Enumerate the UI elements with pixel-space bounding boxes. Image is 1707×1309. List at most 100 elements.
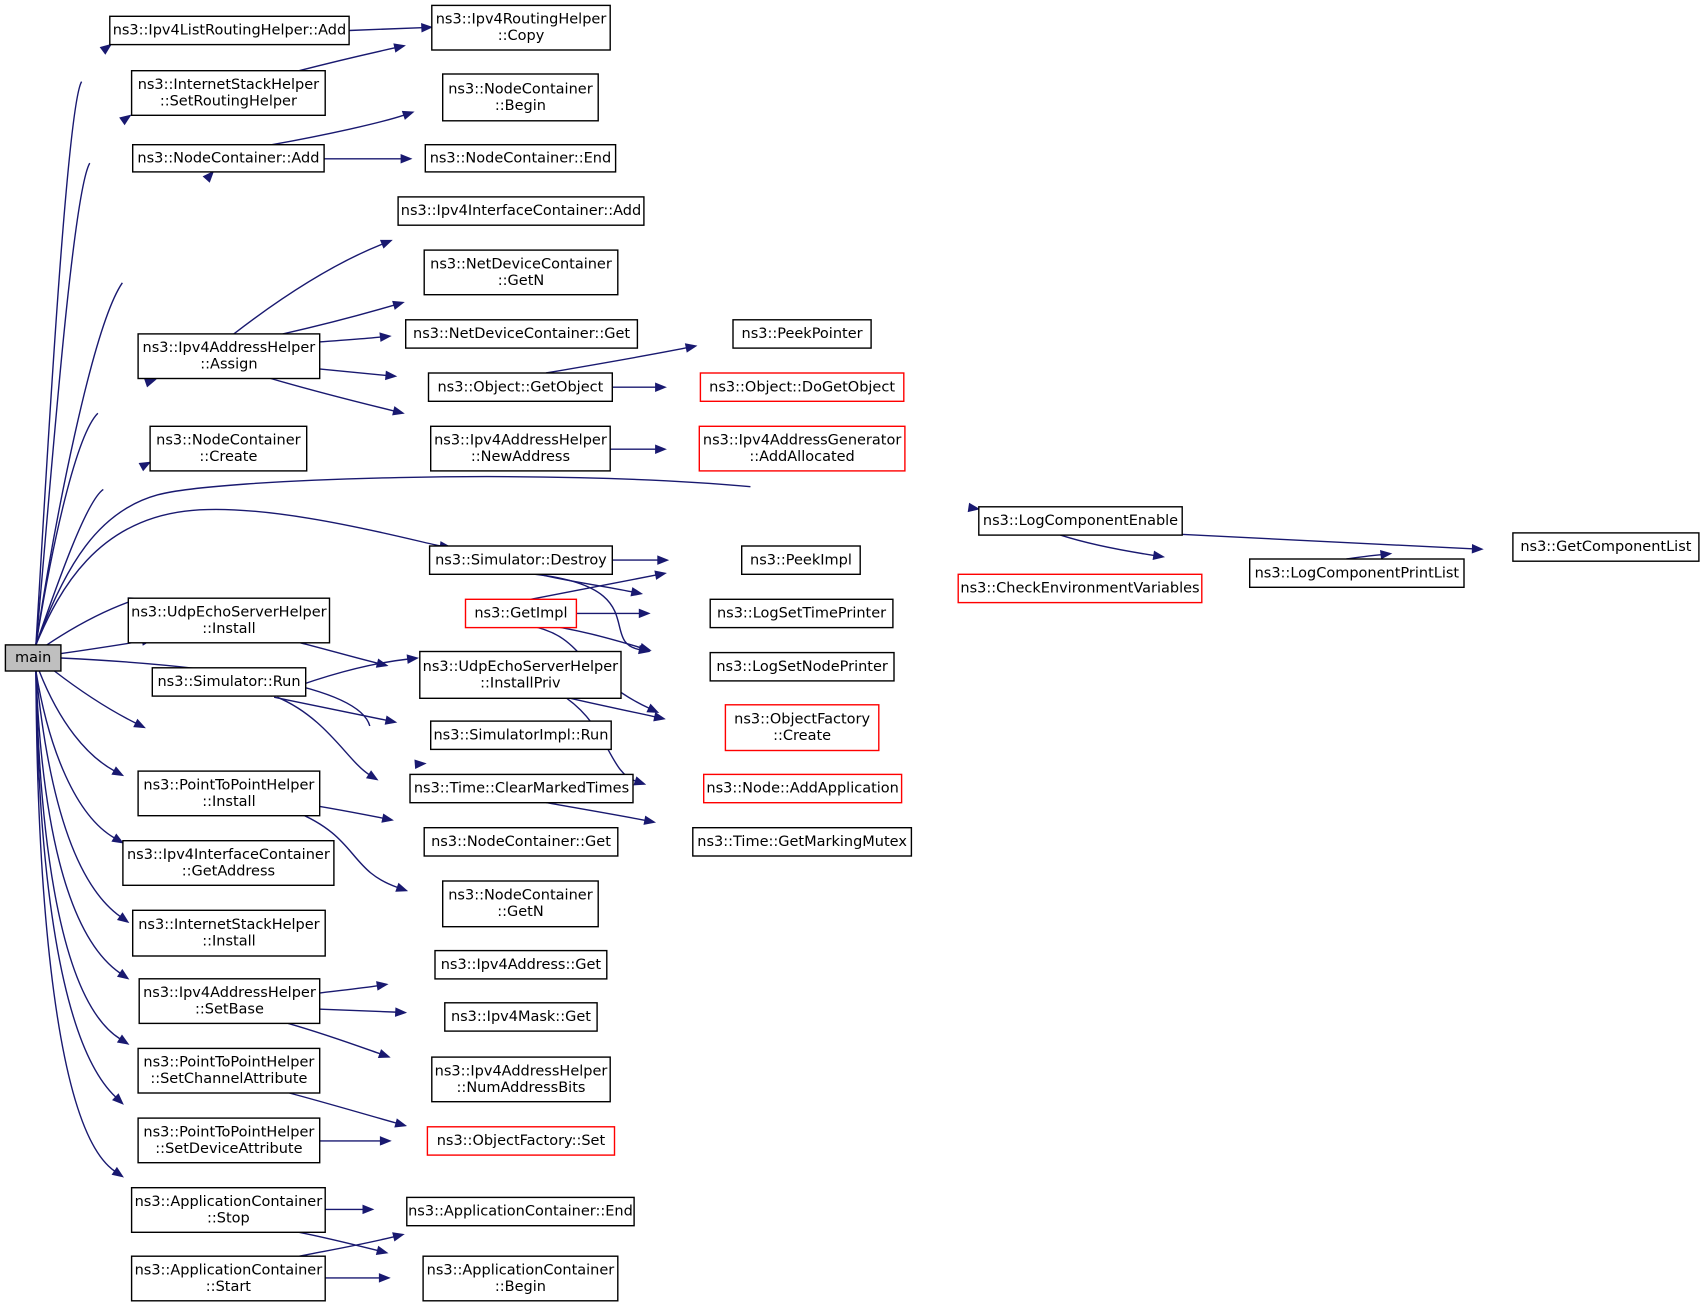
- function-node-getAddress[interactable]: ns3::Ipv4InterfaceContainer::GetAddress: [122, 840, 335, 887]
- node-label: ns3::NodeContainer::Get: [431, 834, 611, 850]
- function-node-acStart[interactable]: ns3::ApplicationContainer::Start: [130, 1255, 326, 1302]
- function-node-markingMutex[interactable]: ns3::Time::GetMarkingMutex: [692, 827, 913, 857]
- function-node-main[interactable]: main: [4, 644, 62, 672]
- call-edge-main-to-udpInstall: [46, 597, 141, 646]
- node-box: [137, 770, 321, 817]
- function-node-acStop[interactable]: ns3::ApplicationContainer::Stop: [130, 1186, 326, 1233]
- arrowhead-icon: [111, 766, 125, 777]
- edge-line: [35, 670, 121, 918]
- function-node-simRun[interactable]: ns3::Simulator::Run: [151, 667, 307, 697]
- function-node-ncCreate[interactable]: ns3::NodeContainer::Create: [149, 425, 308, 472]
- function-node-simDestroy[interactable]: ns3::Simulator::Destroy: [428, 545, 614, 575]
- node-box: [137, 1117, 321, 1164]
- function-node-acBegin[interactable]: ns3::ApplicationContainer::Begin: [422, 1255, 619, 1302]
- node-box: [1512, 532, 1700, 562]
- node-label: ns3::SimulatorImpl::Run: [433, 727, 608, 743]
- edge-line: [300, 642, 378, 664]
- node-label: ns3::PointToPointHelper: [143, 777, 314, 793]
- function-node-ofCreate[interactable]: ns3::ObjectFactory::Create: [724, 704, 880, 752]
- function-node-logEnable[interactable]: ns3::LogComponentEnable: [978, 506, 1183, 536]
- edge-line: [277, 696, 370, 776]
- arrowhead-icon: [414, 759, 427, 769]
- function-node-assign[interactable]: ns3::Ipv4AddressHelper::Assign: [137, 333, 321, 380]
- node-label: ::Install: [202, 621, 255, 637]
- node-label: ns3::ObjectFactory::Set: [437, 1133, 606, 1149]
- function-node-ncEnd[interactable]: ns3::NodeContainer::End: [424, 143, 617, 173]
- node-label: ns3::Ipv4AddressHelper: [143, 985, 316, 1001]
- edge-line: [46, 600, 131, 646]
- function-node-logNodePrinter[interactable]: ns3::LogSetNodePrinter: [709, 651, 895, 682]
- edge-line: [289, 1092, 397, 1124]
- node-label: ns3::NodeContainer: [448, 888, 592, 904]
- arrowhead-icon: [655, 444, 667, 454]
- function-node-ishInstall[interactable]: ns3::InternetStackHelper::Install: [131, 909, 326, 957]
- node-label: ns3::Ipv4Address::Get: [441, 957, 602, 973]
- function-node-getCompList[interactable]: ns3::GetComponentList: [1512, 532, 1700, 562]
- node-label: ::Copy: [498, 28, 545, 44]
- function-node-logPrintList[interactable]: ns3::LogComponentPrintList: [1248, 558, 1465, 588]
- node-box: [427, 372, 614, 402]
- function-node-getObject[interactable]: ns3::Object::GetObject: [427, 372, 614, 402]
- node-label: ns3::Ipv4AddressHelper: [435, 1063, 608, 1079]
- node-box: [434, 949, 608, 980]
- arrowhead-icon: [633, 776, 647, 786]
- function-node-ncAdd[interactable]: ns3::NodeContainer::Add: [131, 143, 325, 173]
- arrowhead-icon: [379, 1136, 392, 1146]
- function-node-udpInstall[interactable]: ns3::UdpEchoServerHelper::Install: [127, 597, 331, 644]
- node-label: ::Begin: [495, 98, 546, 114]
- node-label: main: [15, 650, 51, 666]
- edge-line: [35, 670, 117, 1098]
- call-edge-main-to-assign: [35, 378, 157, 646]
- node-label: ::InstallPriv: [480, 675, 561, 691]
- function-node-icAdd[interactable]: ns3::Ipv4InterfaceContainer::Add: [397, 196, 645, 226]
- function-node-acEnd[interactable]: ns3::ApplicationContainer::End: [406, 1196, 635, 1227]
- function-node-newAddress[interactable]: ns3::Ipv4AddressHelper::NewAddress: [430, 425, 611, 472]
- edge-line: [298, 47, 395, 72]
- function-node-peekPointer[interactable]: ns3::PeekPointer: [732, 319, 872, 349]
- function-node-p2pInstall[interactable]: ns3::PointToPointHelper::Install: [137, 770, 321, 817]
- node-box: [428, 545, 614, 575]
- function-node-ndcGetN[interactable]: ns3::NetDeviceContainer::GetN: [423, 249, 619, 296]
- edge-line: [35, 670, 121, 1040]
- node-box: [409, 773, 634, 804]
- function-node-numAddrBits[interactable]: ns3::Ipv4AddressHelper::NumAddressBits: [431, 1056, 611, 1103]
- function-node-setRouting[interactable]: ns3::InternetStackHelper::SetRoutingHelp…: [130, 69, 326, 116]
- edge-line: [545, 801, 646, 822]
- arrowhead-icon: [646, 703, 660, 713]
- function-node-peekImpl[interactable]: ns3::PeekImpl: [741, 545, 861, 575]
- function-node-ofSet[interactable]: ns3::ObjectFactory::Set: [426, 1126, 616, 1156]
- function-node-copy[interactable]: ns3::Ipv4RoutingHelper::Copy: [431, 4, 611, 51]
- node-label: ns3::Simulator::Run: [157, 674, 300, 690]
- arrowhead-icon: [657, 555, 670, 565]
- function-node-ndcGet[interactable]: ns3::NetDeviceContainer::Get: [405, 319, 639, 349]
- node-label: ns3::PointToPointHelper: [143, 1124, 314, 1140]
- function-node-maskGet[interactable]: ns3::Ipv4Mask::Get: [444, 1002, 598, 1032]
- function-node-setChannelAttr[interactable]: ns3::PointToPointHelper::SetChannelAttri…: [137, 1047, 321, 1094]
- function-node-udpInstallPriv[interactable]: ns3::UdpEchoServerHelper::InstallPriv: [419, 650, 622, 699]
- function-node-setBase[interactable]: ns3::Ipv4AddressHelper::SetBase: [138, 978, 321, 1025]
- function-node-clearMarked[interactable]: ns3::Time::ClearMarkedTimes: [409, 773, 634, 804]
- node-box: [464, 598, 578, 629]
- function-node-addApp[interactable]: ns3::Node::AddApplication: [703, 773, 903, 804]
- call-edge-acStop-to-acBegin: [298, 1231, 389, 1255]
- function-node-checkEnv[interactable]: ns3::CheckEnvironmentVariables: [957, 573, 1203, 604]
- function-node-logTimePrinter[interactable]: ns3::LogSetTimePrinter: [709, 598, 894, 629]
- function-node-getImpl[interactable]: ns3::GetImpl: [464, 598, 578, 629]
- arrowhead-icon: [653, 711, 666, 722]
- edge-line: [35, 475, 751, 646]
- function-node-ncBegin[interactable]: ns3::NodeContainer::Begin: [442, 73, 599, 122]
- node-box: [419, 650, 622, 699]
- function-node-v4AddrGet[interactable]: ns3::Ipv4Address::Get: [434, 949, 608, 980]
- function-node-doGetObject[interactable]: ns3::Object::DoGetObject: [699, 372, 905, 402]
- function-node-ncGet[interactable]: ns3::NodeContainer::Get: [423, 827, 619, 857]
- function-node-simImplRun[interactable]: ns3::SimulatorImpl::Run: [430, 720, 612, 751]
- function-node-listAdd[interactable]: ns3::Ipv4ListRoutingHelper::Add: [109, 15, 350, 46]
- arrowhead-icon: [1471, 544, 1484, 554]
- arrowhead-icon: [400, 154, 413, 164]
- function-node-setDeviceAttr[interactable]: ns3::PointToPointHelper::SetDeviceAttrib…: [137, 1117, 321, 1164]
- node-box: [724, 704, 880, 752]
- arrowhead-icon: [379, 332, 392, 342]
- function-node-ncGetN[interactable]: ns3::NodeContainer::GetN: [442, 880, 599, 928]
- function-node-addAllocated[interactable]: ns3::Ipv4AddressGenerator::AddAllocated: [698, 425, 906, 472]
- node-label: ns3::ApplicationContainer: [427, 1262, 615, 1278]
